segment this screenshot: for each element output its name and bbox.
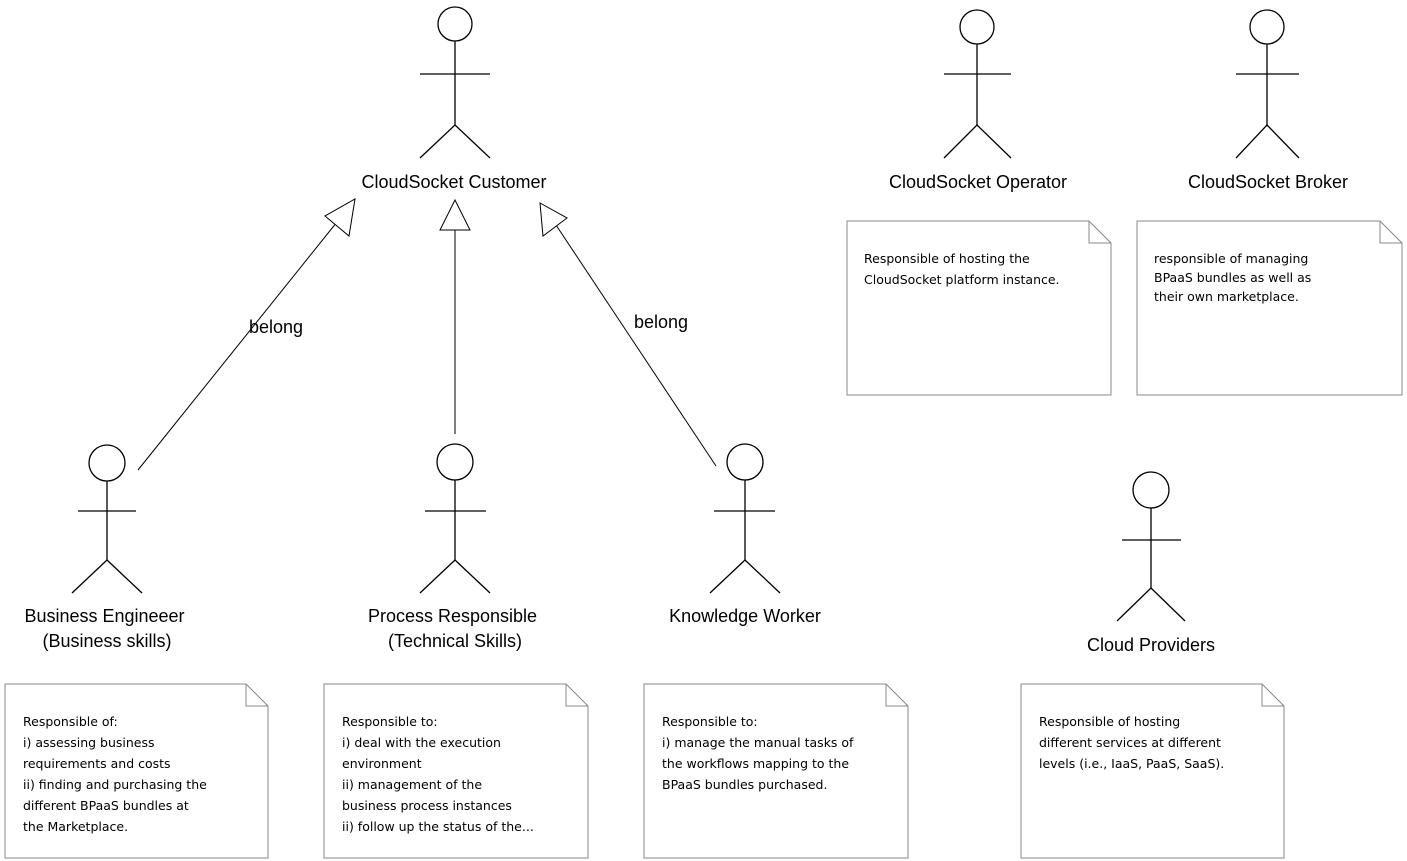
note-line: business process instances: [342, 798, 512, 813]
note-line: i) manage the manual tasks of: [662, 735, 854, 750]
note-line: the Marketplace.: [23, 819, 128, 834]
note-line: levels (i.e., IaaS, PaaS, SaaS).: [1039, 756, 1224, 771]
note-process-responsible[interactable]: Responsible to: i) deal with the executi…: [323, 683, 589, 859]
note-knowledge-worker[interactable]: Responsible to: i) manage the manual tas…: [643, 683, 909, 859]
note-line: BPaaS bundles as well as: [1154, 270, 1311, 285]
relation-label-belong: belong: [634, 312, 688, 332]
actor-process-responsible[interactable]: [419, 443, 491, 594]
actor-cloud-providers[interactable]: [1116, 471, 1186, 622]
note-line: responsible of managing: [1154, 251, 1308, 266]
actor-name-cloudsocket-broker: CloudSocket Broker: [1188, 172, 1348, 192]
note-operator[interactable]: Responsible of hosting the CloudSocket p…: [846, 220, 1112, 396]
note-text: responsible of managing BPaaS bundles as…: [1154, 251, 1315, 304]
note-cloud-providers[interactable]: Responsible of hosting different service…: [1020, 683, 1285, 859]
note-line: different services at different: [1039, 735, 1221, 750]
note-line: different BPaaS bundles at: [23, 798, 189, 813]
note-line: i) deal with the execution: [342, 735, 501, 750]
actor-name-knowledge-worker: Knowledge Worker: [669, 606, 821, 626]
note-broker[interactable]: responsible of managing BPaaS bundles as…: [1136, 220, 1403, 396]
actor-name-line: (Business skills): [42, 631, 171, 651]
note-line: Responsible of hosting the: [864, 251, 1030, 266]
note-line: ii) follow up the status of the...: [342, 819, 534, 834]
actor-knowledge-worker[interactable]: [709, 443, 781, 594]
note-line: BPaaS bundles purchased.: [662, 777, 827, 792]
note-line: environment: [342, 756, 422, 771]
actor-name-line: Knowledge Worker: [669, 606, 821, 626]
actor-name-business-engineer: Business Engineeer (Business skills): [24, 606, 189, 651]
actor-cloudsocket-customer[interactable]: [419, 6, 491, 159]
note-line: Responsible to:: [342, 714, 438, 729]
note-line: the workflows mapping to the: [662, 756, 849, 771]
note-line: i) assessing business: [23, 735, 155, 750]
note-text: Responsible of hosting the CloudSocket p…: [864, 251, 1060, 287]
relation-business-engineer-to-customer[interactable]: [137, 198, 356, 471]
actor-name-line: (Technical Skills): [388, 631, 522, 651]
note-line: ii) management of the: [342, 777, 482, 792]
note-line: ii) finding and purchasing the: [23, 777, 207, 792]
actor-name-line: CloudSocket Customer: [361, 172, 546, 192]
note-text: Responsible to: i) deal with the executi…: [342, 714, 534, 834]
note-business-engineer[interactable]: Responsible of: i) assessing business re…: [4, 683, 269, 859]
note-line: CloudSocket platform instance.: [864, 272, 1060, 287]
note-line: Responsible of:: [23, 714, 118, 729]
actor-business-engineer[interactable]: [71, 444, 143, 594]
note-line: requirements and costs: [23, 756, 171, 771]
actor-name-cloud-providers: Cloud Providers: [1087, 635, 1215, 655]
actor-name-cloudsocket-operator: CloudSocket Operator: [889, 172, 1067, 192]
actor-name-cloudsocket-customer: CloudSocket Customer: [361, 172, 546, 192]
note-text: Responsible of hosting different service…: [1039, 714, 1225, 771]
actor-name-line: Cloud Providers: [1087, 635, 1215, 655]
actor-cloudsocket-operator[interactable]: [943, 9, 1012, 159]
note-line: Responsible to:: [662, 714, 758, 729]
actor-cloudsocket-broker[interactable]: [1235, 9, 1300, 159]
actor-name-line: CloudSocket Operator: [889, 172, 1067, 192]
relation-process-responsible-to-customer[interactable]: [439, 198, 471, 434]
note-text: Responsible of: i) assessing business re…: [23, 714, 211, 834]
note-line: Responsible of hosting: [1039, 714, 1180, 729]
actor-name-line: Business Engineeer: [24, 606, 184, 626]
actor-name-line: Process Responsible: [368, 606, 537, 626]
actor-name-process-responsible: Process Responsible (Technical Skills): [368, 606, 542, 651]
relation-label-belong: belong: [249, 317, 303, 337]
note-line: their own marketplace.: [1154, 289, 1299, 304]
relation-knowledge-worker-to-customer[interactable]: [539, 202, 717, 467]
note-text: Responsible to: i) manage the manual tas…: [662, 714, 857, 792]
actor-name-line: CloudSocket Broker: [1188, 172, 1348, 192]
